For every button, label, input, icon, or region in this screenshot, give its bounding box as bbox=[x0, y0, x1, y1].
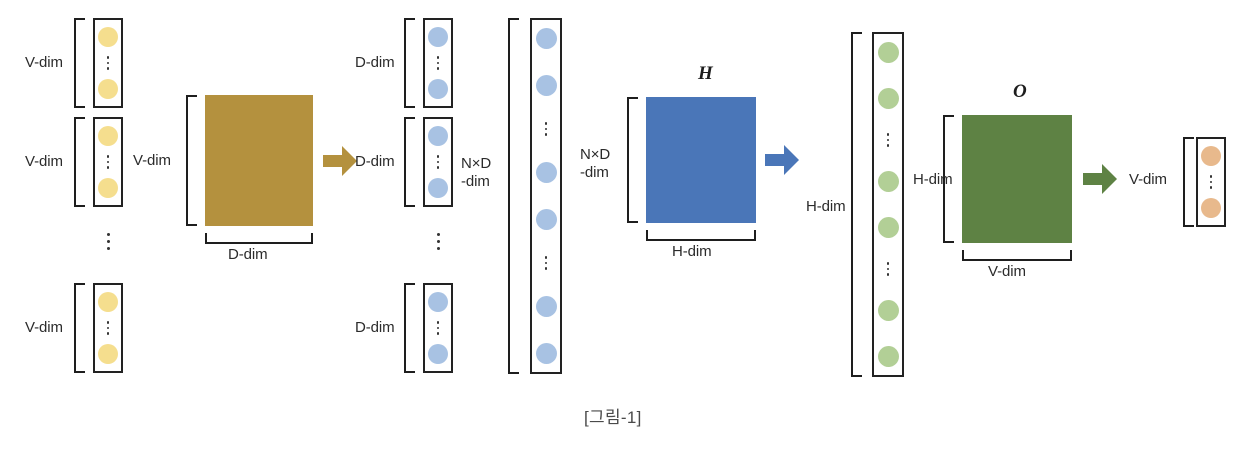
input-vector-1 bbox=[93, 18, 123, 108]
concat-vector bbox=[530, 18, 562, 374]
vertical-ellipsis-icon bbox=[886, 133, 890, 147]
embedded-group-ellipsis-icon bbox=[437, 233, 440, 250]
bracket-embedded-vector-3 bbox=[404, 283, 415, 373]
vector-dot bbox=[877, 87, 899, 109]
vector-dot bbox=[428, 178, 448, 198]
input-vector-2 bbox=[93, 117, 123, 207]
label-input-vector-1: V-dim bbox=[25, 54, 63, 71]
vector-dot bbox=[98, 79, 118, 99]
vector-dot bbox=[535, 342, 557, 364]
label-embedding-cols: D-dim bbox=[228, 246, 268, 263]
hidden-matrix bbox=[646, 97, 756, 223]
vector-dot bbox=[1201, 146, 1221, 166]
embedding-matrix bbox=[205, 95, 313, 226]
bracket-hidden-rows bbox=[627, 97, 638, 223]
bracket-embedding-rows bbox=[186, 95, 197, 226]
bracket-hidden-vector bbox=[851, 32, 862, 377]
vertical-ellipsis-icon bbox=[544, 256, 548, 270]
embedded-vector-2 bbox=[423, 117, 453, 207]
label-input-vector-2: V-dim bbox=[25, 153, 63, 170]
label-hidden-cols: H-dim bbox=[672, 243, 712, 260]
vertical-ellipsis-icon bbox=[886, 262, 890, 276]
vector-dot bbox=[428, 292, 448, 312]
vertical-ellipsis-icon bbox=[436, 155, 440, 169]
input-vector-3 bbox=[93, 283, 123, 373]
vector-dot bbox=[428, 126, 448, 146]
bracket-input-vector-1 bbox=[74, 18, 85, 108]
vector-dot bbox=[535, 75, 557, 97]
hidden-matrix-name: H bbox=[698, 63, 713, 84]
vector-dot bbox=[1201, 198, 1221, 218]
label-concat-vector-line2: -dim bbox=[461, 173, 490, 190]
bracket-hidden-cols bbox=[646, 230, 756, 241]
vector-dot bbox=[877, 216, 899, 238]
vertical-ellipsis-icon bbox=[544, 122, 548, 136]
bracket-embedded-vector-2 bbox=[404, 117, 415, 207]
vector-dot bbox=[98, 27, 118, 47]
label-output-rows: H-dim bbox=[913, 171, 953, 188]
vector-dot bbox=[428, 27, 448, 47]
label-concat-vector-line1: N×D bbox=[461, 155, 492, 172]
vector-dot bbox=[877, 300, 899, 322]
vector-dot bbox=[98, 178, 118, 198]
label-embedded-vector-2: D-dim bbox=[355, 153, 395, 170]
output-vector bbox=[1196, 137, 1226, 227]
vector-dot bbox=[535, 28, 557, 49]
label-embedded-vector-1: D-dim bbox=[355, 54, 395, 71]
vector-dot bbox=[98, 292, 118, 312]
embedded-vector-1 bbox=[423, 18, 453, 108]
vertical-ellipsis-icon bbox=[106, 56, 110, 70]
bracket-concat-vector bbox=[508, 18, 519, 374]
label-output-cols: V-dim bbox=[988, 263, 1026, 280]
figure-caption: [그림-1] bbox=[584, 408, 642, 427]
label-hidden-rows-line1: N×D bbox=[580, 146, 611, 163]
bracket-output-rows bbox=[943, 115, 954, 243]
bracket-input-vector-3 bbox=[74, 283, 85, 373]
label-embedded-vector-3: D-dim bbox=[355, 319, 395, 336]
output-matrix bbox=[962, 115, 1072, 243]
vector-dot bbox=[535, 295, 557, 317]
vertical-ellipsis-icon bbox=[436, 321, 440, 335]
bracket-output-cols bbox=[962, 250, 1072, 261]
bracket-embedded-vector-1 bbox=[404, 18, 415, 108]
vector-dot bbox=[98, 126, 118, 146]
label-input-vector-3: V-dim bbox=[25, 319, 63, 336]
label-hidden-vector: H-dim bbox=[806, 198, 846, 215]
vertical-ellipsis-icon bbox=[1209, 175, 1213, 189]
label-output-vector: V-dim bbox=[1129, 171, 1167, 188]
vector-dot bbox=[877, 42, 899, 63]
vertical-ellipsis-icon bbox=[106, 155, 110, 169]
arrow-hidden bbox=[765, 145, 799, 175]
input-group-ellipsis-icon bbox=[107, 233, 110, 250]
label-hidden-rows-line2: -dim bbox=[580, 164, 609, 181]
vector-dot bbox=[535, 161, 557, 183]
vector-dot bbox=[428, 79, 448, 99]
bracket-embedding-cols bbox=[205, 233, 313, 244]
bracket-input-vector-2 bbox=[74, 117, 85, 207]
vertical-ellipsis-icon bbox=[436, 56, 440, 70]
vector-dot bbox=[535, 209, 557, 231]
output-matrix-name: O bbox=[1013, 81, 1027, 102]
arrow-output bbox=[1083, 164, 1117, 194]
arrow-embed bbox=[323, 146, 357, 176]
bracket-output-vector bbox=[1183, 137, 1194, 227]
vertical-ellipsis-icon bbox=[106, 321, 110, 335]
vector-dot bbox=[877, 345, 899, 367]
embedded-vector-3 bbox=[423, 283, 453, 373]
vector-dot bbox=[98, 344, 118, 364]
vector-dot bbox=[428, 344, 448, 364]
label-embedding-rows: V-dim bbox=[133, 152, 171, 169]
hidden-vector bbox=[872, 32, 904, 377]
vector-dot bbox=[877, 171, 899, 193]
